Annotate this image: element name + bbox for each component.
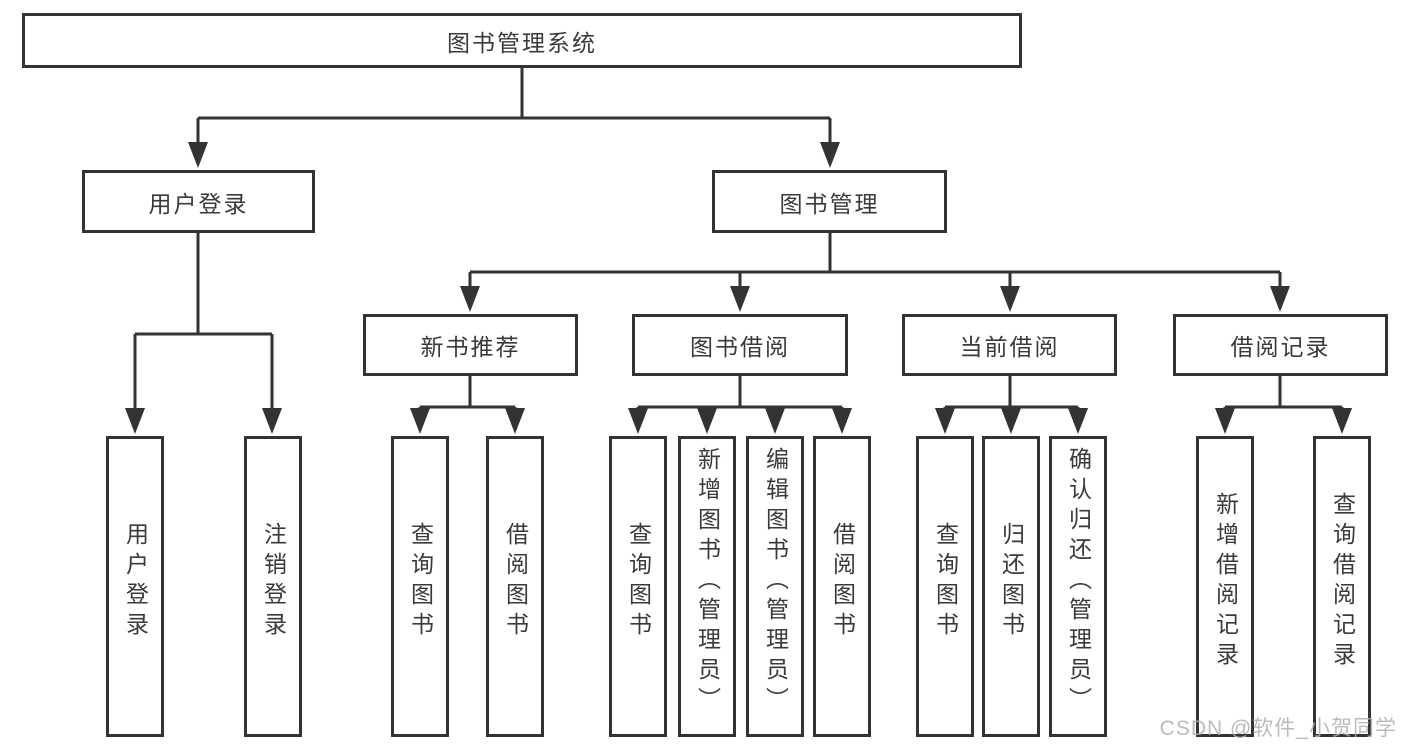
arrowhead bbox=[1270, 286, 1290, 312]
node-new-book-recommend: 新书推荐 bbox=[363, 314, 578, 376]
csdn-watermark: CSDN @软件_小贺同学 bbox=[1159, 717, 1397, 740]
leaf-logout: 注销登录 bbox=[244, 436, 302, 737]
arrowhead bbox=[1068, 408, 1088, 434]
leaf-borrow-books: 借阅图书 bbox=[486, 436, 544, 737]
leaf-user-login: 用户登录 bbox=[106, 436, 164, 737]
edge-borrow-record-to-leaves bbox=[1223, 376, 1344, 410]
leaf-add-book-admin: 新增图书（管理员） bbox=[678, 436, 736, 737]
leaf-return-books: 归还图书 bbox=[982, 436, 1040, 737]
leaf-borrow-books: 借阅图书 bbox=[813, 436, 871, 737]
arrowhead bbox=[460, 286, 480, 312]
node-book-management: 图书管理 bbox=[712, 170, 947, 233]
leaf-add-borrow-record: 新增借阅记录 bbox=[1196, 436, 1254, 737]
edge-book-borrow-to-leaves bbox=[636, 376, 844, 410]
node-library-management-system: 图书管理系统 bbox=[22, 13, 1022, 68]
leaf-query-books: 查询图书 bbox=[916, 436, 974, 737]
node-borrow-record: 借阅记录 bbox=[1173, 314, 1388, 376]
arrowhead bbox=[820, 142, 840, 168]
arrowhead bbox=[1001, 408, 1021, 434]
node-user-login: 用户登录 bbox=[82, 170, 315, 233]
edge-new-book-to-leaves bbox=[418, 376, 517, 410]
edge-user-login-to-leaves bbox=[133, 233, 274, 410]
leaf-edit-book-admin: 编辑图书（管理员） bbox=[746, 436, 804, 737]
leaf-query-books: 查询图书 bbox=[391, 436, 449, 737]
leaf-confirm-return-admin: 确认归还（管理员） bbox=[1049, 436, 1107, 737]
arrowhead bbox=[1000, 286, 1020, 312]
edge-current-borrow-to-leaves bbox=[943, 376, 1080, 410]
arrowhead bbox=[765, 408, 785, 434]
arrowhead bbox=[262, 408, 282, 434]
arrowhead bbox=[935, 408, 955, 434]
arrowhead bbox=[188, 142, 208, 168]
leaf-query-books: 查询图书 bbox=[609, 436, 667, 737]
arrowhead bbox=[832, 408, 852, 434]
arrowhead bbox=[730, 286, 750, 312]
node-current-borrow: 当前借阅 bbox=[902, 314, 1117, 376]
node-book-borrow: 图书借阅 bbox=[632, 314, 848, 376]
arrowhead bbox=[505, 408, 525, 434]
leaf-query-borrow-record: 查询借阅记录 bbox=[1313, 436, 1371, 737]
arrowhead bbox=[1332, 408, 1352, 434]
arrowhead bbox=[410, 408, 430, 434]
arrowhead bbox=[1215, 408, 1235, 434]
arrowhead bbox=[628, 408, 648, 434]
edge-root-to-level2 bbox=[196, 68, 832, 144]
arrowhead bbox=[125, 408, 145, 434]
edge-book-mgmt-to-level3 bbox=[468, 233, 1282, 288]
arrowhead bbox=[697, 408, 717, 434]
